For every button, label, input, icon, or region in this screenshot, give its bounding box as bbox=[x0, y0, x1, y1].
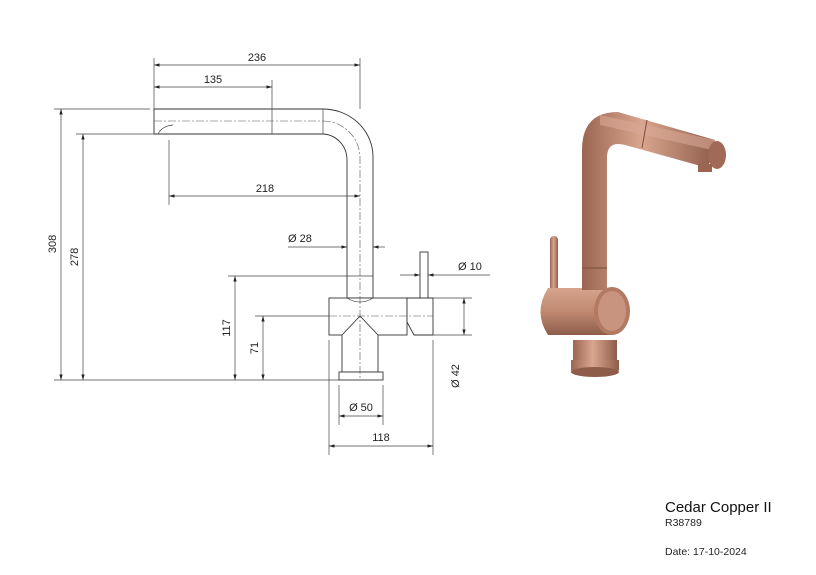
product-code: R38789 bbox=[665, 517, 702, 529]
dim-spout-reach: 218 bbox=[256, 183, 274, 195]
product-name: Cedar Copper II bbox=[665, 499, 772, 516]
dim-overall-reach: 236 bbox=[248, 52, 266, 64]
dim-lever-height: 117 bbox=[221, 319, 233, 337]
dim-body-diameter: Ø 42 bbox=[450, 364, 462, 388]
dim-spout-height: 278 bbox=[69, 248, 81, 266]
dim-base-diameter: Ø 50 bbox=[349, 402, 373, 414]
dim-total-height: 308 bbox=[47, 235, 59, 253]
faucet-render bbox=[540, 112, 726, 377]
dim-body-width: 118 bbox=[372, 432, 390, 444]
dim-pullout-length: 135 bbox=[204, 74, 222, 86]
dim-lever-diameter: Ø 10 bbox=[458, 261, 482, 273]
drawing-date: Date: 17-10-2024 bbox=[665, 546, 747, 558]
faucet-side-view bbox=[153, 108, 434, 381]
dim-body-axis-height: 71 bbox=[249, 342, 261, 354]
dim-pipe-diameter: Ø 28 bbox=[288, 233, 312, 245]
dimension-lines bbox=[59, 63, 490, 448]
